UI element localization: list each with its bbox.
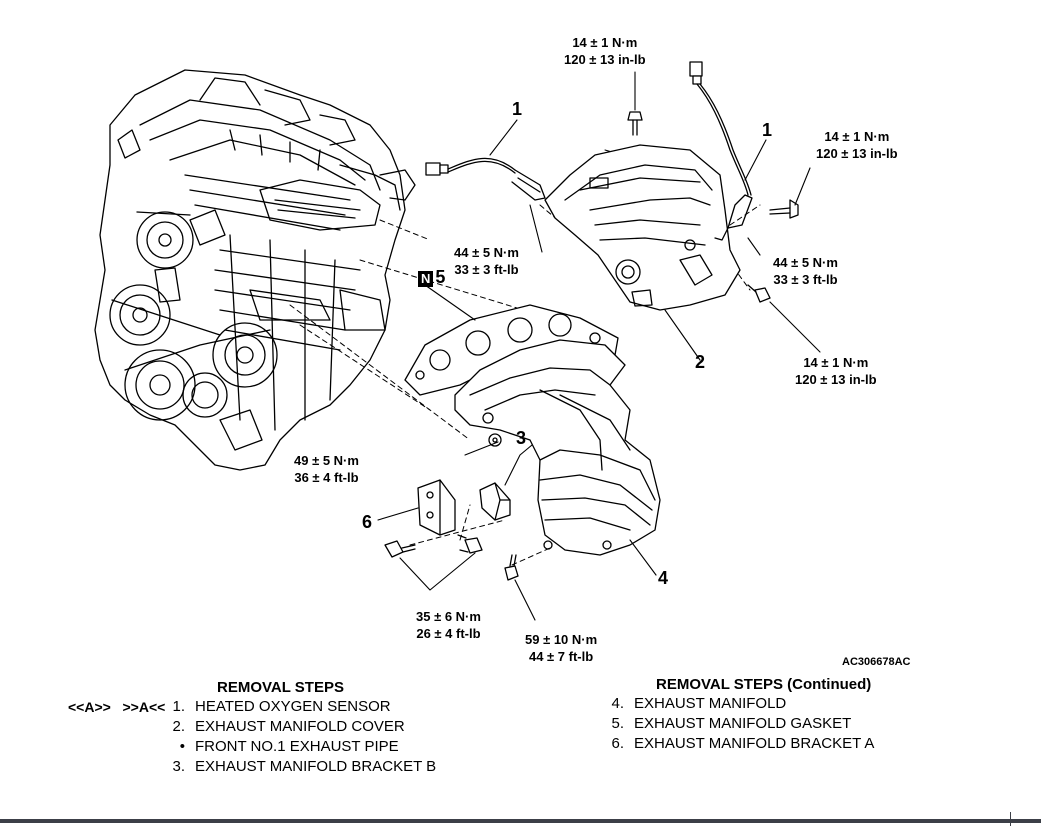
step-text: EXHAUST MANIFOLD COVER — [195, 718, 405, 735]
step-number: 4. — [611, 695, 624, 712]
torque-metric: 49 ± 5 N·m — [294, 453, 359, 468]
step-number: 1. — [172, 698, 185, 715]
torque-bracket-b-bolt: 59 ± 10 N·m 44 ± 7 ft-lb — [525, 631, 597, 665]
bracket-bolt-left — [384, 540, 416, 558]
torque-metric: 35 ± 6 N·m — [416, 609, 481, 624]
new-part-badge: N — [418, 271, 434, 287]
cover-bolt-lower — [747, 284, 771, 303]
step-number: 5. — [611, 715, 624, 732]
list-item: 6. EXHAUST MANIFOLD BRACKET A — [602, 734, 874, 754]
torque-top-cover-bolt: 14 ± 1 N·m 120 ± 13 in-lb — [564, 34, 646, 68]
torque-metric: 44 ± 5 N·m — [773, 255, 838, 270]
torque-metric: 14 ± 1 N·m — [572, 35, 638, 50]
torque-metric: 14 ± 1 N·m — [803, 355, 869, 370]
step-number: • — [179, 738, 185, 755]
step-number: 3. — [172, 758, 185, 775]
torque-metric: 14 ± 1 N·m — [824, 129, 890, 144]
list-item: 4. EXHAUST MANIFOLD — [602, 694, 874, 714]
right-oxygen-sensor-drawing — [689, 61, 753, 241]
torque-right-o2-sensor: 44 ± 5 N·m 33 ± 3 ft-lb — [773, 254, 838, 288]
exhaust-manifold-drawing — [454, 339, 661, 556]
step-text: HEATED OXYGEN SENSOR — [195, 698, 391, 715]
callout-1-right: 1 — [762, 120, 773, 140]
callout-2: 2 — [695, 352, 706, 372]
callout-3: 3 — [516, 428, 527, 448]
torque-imperial: 36 ± 4 ft-lb — [294, 470, 359, 485]
figure-id: AC306678AC — [842, 656, 911, 668]
removal-steps-list: 1. HEATED OXYGEN SENSOR 2. EXHAUST MANIFOL… — [163, 697, 436, 777]
left-oxygen-sensor-drawing — [425, 157, 546, 201]
step-number: 6. — [611, 735, 624, 752]
service-tag-a: <<A>> — [68, 699, 111, 715]
torque-imperial: 26 ± 4 ft-lb — [416, 626, 481, 641]
torque-right-cover-bolt: 14 ± 1 N·m 120 ± 13 in-lb — [816, 128, 898, 162]
list-item: 3. EXHAUST MANIFOLD BRACKET B — [163, 757, 436, 777]
footer-divider — [0, 819, 1041, 823]
list-item: 2. EXHAUST MANIFOLD COVER — [163, 717, 436, 737]
torque-metric: 44 ± 5 N·m — [454, 245, 519, 260]
exhaust-manifold-cover-drawing — [544, 144, 741, 311]
service-tag-b: >>A<< — [122, 699, 166, 715]
cover-bolt-right — [769, 199, 799, 219]
torque-imperial: 33 ± 3 ft-lb — [773, 272, 838, 287]
callout-5-number: 5 — [435, 267, 446, 287]
footer-divider-notch — [1010, 812, 1011, 826]
list-item: 1. HEATED OXYGEN SENSOR — [163, 697, 436, 717]
torque-left-o2-sensor: 44 ± 5 N·m 33 ± 3 ft-lb — [454, 244, 519, 278]
step-text: EXHAUST MANIFOLD — [634, 695, 787, 712]
manifold-nut — [488, 433, 502, 447]
removal-steps-continued-title: REMOVAL STEPS (Continued) — [656, 676, 872, 693]
callout-4: 4 — [658, 568, 669, 588]
torque-imperial: 120 ± 13 in-lb — [564, 52, 646, 67]
bracket-b-bolt — [504, 554, 519, 581]
callout-6: 6 — [362, 512, 373, 532]
list-item: 5. EXHAUST MANIFOLD GASKET — [602, 714, 874, 734]
list-item: • FRONT NO.1 EXHAUST PIPE — [163, 737, 436, 757]
service-tags: <<A>> >>A<< — [68, 697, 165, 717]
engine-block-drawing — [94, 69, 416, 471]
torque-bracket-bolts: 35 ± 6 N·m 26 ± 4 ft-lb — [416, 608, 481, 642]
exhaust-manifold-bracket-b-drawing — [479, 482, 511, 521]
step-number: 2. — [172, 718, 185, 735]
step-text: EXHAUST MANIFOLD GASKET — [634, 715, 852, 732]
torque-imperial: 120 ± 13 in-lb — [816, 146, 898, 161]
torque-manifold-nut: 49 ± 5 N·m 36 ± 4 ft-lb — [294, 452, 359, 486]
step-text: FRONT NO.1 EXHAUST PIPE — [195, 738, 399, 755]
torque-lower-cover-bolt: 14 ± 1 N·m 120 ± 13 in-lb — [795, 354, 877, 388]
exhaust-manifold-bracket-a-drawing — [417, 479, 456, 536]
torque-imperial: 44 ± 7 ft-lb — [528, 649, 594, 664]
removal-steps-title: REMOVAL STEPS — [217, 679, 344, 696]
removal-steps-continued-list: 4. EXHAUST MANIFOLD 5. EXHAUST MANIFOLD GA… — [602, 694, 874, 754]
step-text: EXHAUST MANIFOLD BRACKET A — [634, 735, 875, 752]
torque-metric: 59 ± 10 N·m — [525, 632, 598, 647]
cover-bolt-top — [627, 111, 643, 136]
callout-1-left: 1 — [512, 99, 523, 119]
bracket-bolt-right — [457, 534, 483, 554]
torque-imperial: 120 ± 13 in-lb — [795, 372, 877, 387]
torque-imperial: 33 ± 3 ft-lb — [454, 262, 519, 277]
exploded-view-illustration — [94, 61, 821, 621]
step-text: EXHAUST MANIFOLD BRACKET B — [195, 758, 437, 775]
